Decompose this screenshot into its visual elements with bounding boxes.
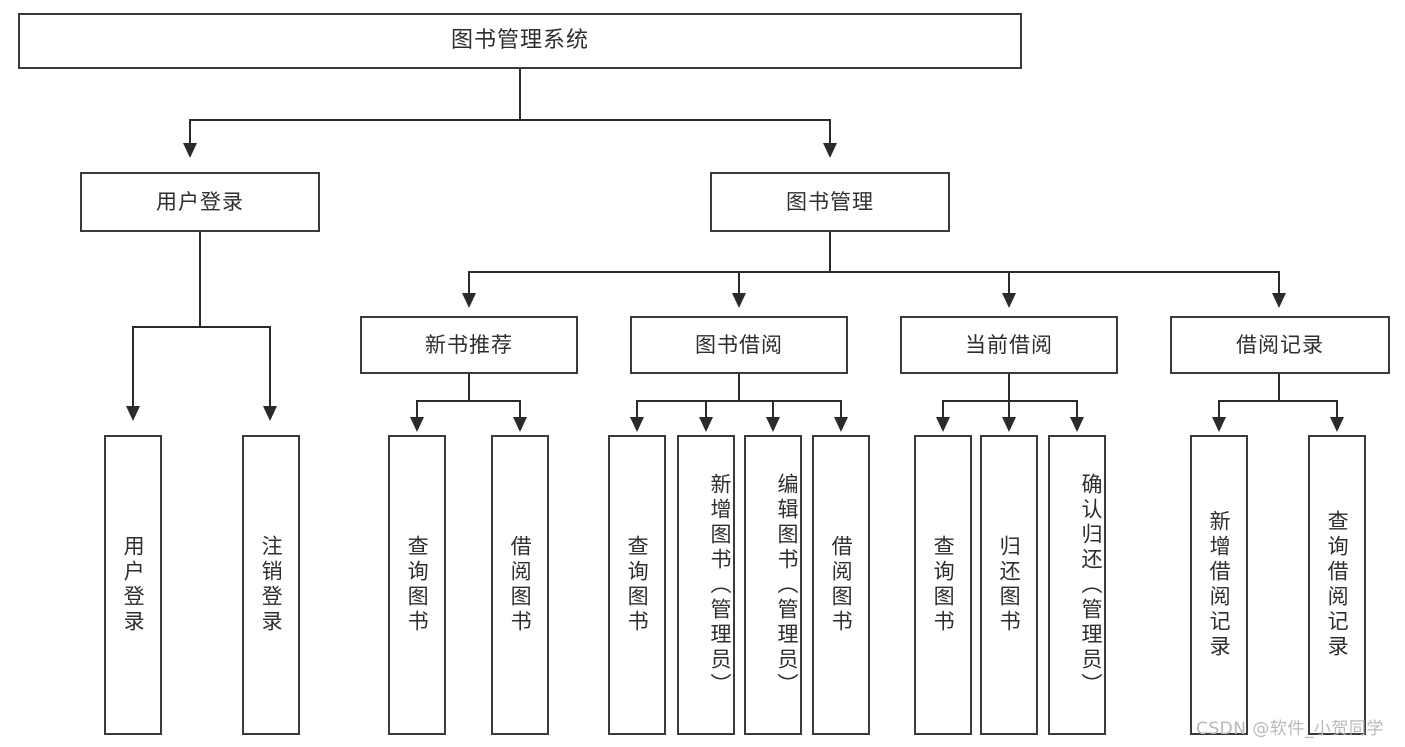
- connector-root-to-book-management: [829, 119, 831, 145]
- connector-nbr-drop-2: [519, 400, 521, 418]
- leaf-query-borrow-record[interactable]: 查询借阅记录: [1308, 435, 1366, 735]
- node-new-book-recommend[interactable]: 新书推荐: [360, 316, 578, 374]
- node-borrow-record[interactable]: 借阅记录: [1170, 316, 1390, 374]
- arrow-bb-leaf-4: [834, 417, 848, 432]
- connector-nbr-stem: [468, 374, 470, 402]
- arrow-br-leaf-2: [1330, 417, 1344, 432]
- arrow-bm-to-borrow-record: [1272, 293, 1286, 308]
- connector-book-management-bus: [468, 271, 1280, 273]
- node-book-borrow[interactable]: 图书借阅: [630, 316, 848, 374]
- connector-cb-drop-1: [942, 400, 944, 418]
- connector-nbr-drop-1: [416, 400, 418, 418]
- arrow-bm-to-current-borrow: [1002, 293, 1016, 308]
- connector-user-login-drop-2: [269, 326, 271, 408]
- connector-bm-drop-1: [468, 271, 470, 295]
- connector-cb-drop-2: [1008, 400, 1010, 418]
- connector-cb-drop-3: [1076, 400, 1078, 418]
- connector-user-login-bus: [132, 326, 270, 328]
- connector-bb-drop-4: [840, 400, 842, 418]
- leaf-confirm-return[interactable]: 确认归还（管理员）: [1048, 435, 1106, 735]
- arrow-nbr-leaf-2: [513, 417, 527, 432]
- connector-bb-drop-1: [636, 400, 638, 418]
- node-user-login[interactable]: 用户登录: [80, 172, 320, 232]
- connector-bb-stem: [738, 374, 740, 402]
- connector-user-login-stem: [199, 232, 201, 328]
- connector-br-drop-2: [1336, 400, 1338, 418]
- arrow-bb-leaf-2: [699, 417, 713, 432]
- connector-book-management-stem: [829, 232, 831, 273]
- connector-br-bus: [1218, 400, 1338, 402]
- arrow-br-leaf-1: [1212, 417, 1226, 432]
- arrow-nbr-leaf-1: [410, 417, 424, 432]
- arrow-cb-leaf-3: [1070, 417, 1084, 432]
- node-root-system[interactable]: 图书管理系统: [18, 13, 1022, 69]
- arrow-bb-leaf-1: [630, 417, 644, 432]
- leaf-add-book[interactable]: 新增图书（管理员）: [677, 435, 735, 735]
- node-current-borrow[interactable]: 当前借阅: [900, 316, 1118, 374]
- node-book-management[interactable]: 图书管理: [710, 172, 950, 232]
- connector-bb-drop-3: [772, 400, 774, 418]
- arrow-bm-to-book-borrow: [732, 293, 746, 308]
- connector-user-login-drop-1: [132, 326, 134, 408]
- connector-br-drop-1: [1218, 400, 1220, 418]
- leaf-return-book[interactable]: 归还图书: [980, 435, 1038, 735]
- arrow-bm-to-new-book-recommend: [462, 293, 476, 308]
- connector-nbr-bus: [416, 400, 520, 402]
- connector-br-stem: [1278, 374, 1280, 402]
- connector-bm-drop-3: [1008, 271, 1010, 295]
- leaf-edit-book[interactable]: 编辑图书（管理员）: [744, 435, 802, 735]
- leaf-logout-login[interactable]: 注销登录: [242, 435, 300, 735]
- connector-bm-drop-4: [1278, 271, 1280, 295]
- arrow-user-login-leaf-2: [263, 406, 277, 421]
- leaf-add-borrow-record[interactable]: 新增借阅记录: [1190, 435, 1248, 735]
- arrow-root-to-book-management: [823, 143, 837, 158]
- arrow-cb-leaf-1: [936, 417, 950, 432]
- leaf-user-login[interactable]: 用户登录: [104, 435, 162, 735]
- leaf-query-book-2[interactable]: 查询图书: [608, 435, 666, 735]
- arrow-bb-leaf-3: [766, 417, 780, 432]
- connector-cb-bus: [942, 400, 1078, 402]
- connector-root-bus: [189, 119, 831, 121]
- leaf-borrow-book-2[interactable]: 借阅图书: [812, 435, 870, 735]
- leaf-query-book-1[interactable]: 查询图书: [388, 435, 446, 735]
- arrow-root-to-user-login: [183, 143, 197, 158]
- connector-root-stem: [519, 69, 521, 120]
- connector-bb-drop-2: [705, 400, 707, 418]
- arrow-user-login-leaf-1: [126, 406, 140, 421]
- connector-bb-bus: [636, 400, 842, 402]
- connector-cb-stem: [1008, 374, 1010, 402]
- connector-root-to-user-login: [189, 119, 191, 145]
- arrow-cb-leaf-2: [1002, 417, 1016, 432]
- connector-bm-drop-2: [738, 271, 740, 295]
- leaf-query-book-3[interactable]: 查询图书: [914, 435, 972, 735]
- leaf-borrow-book-1[interactable]: 借阅图书: [491, 435, 549, 735]
